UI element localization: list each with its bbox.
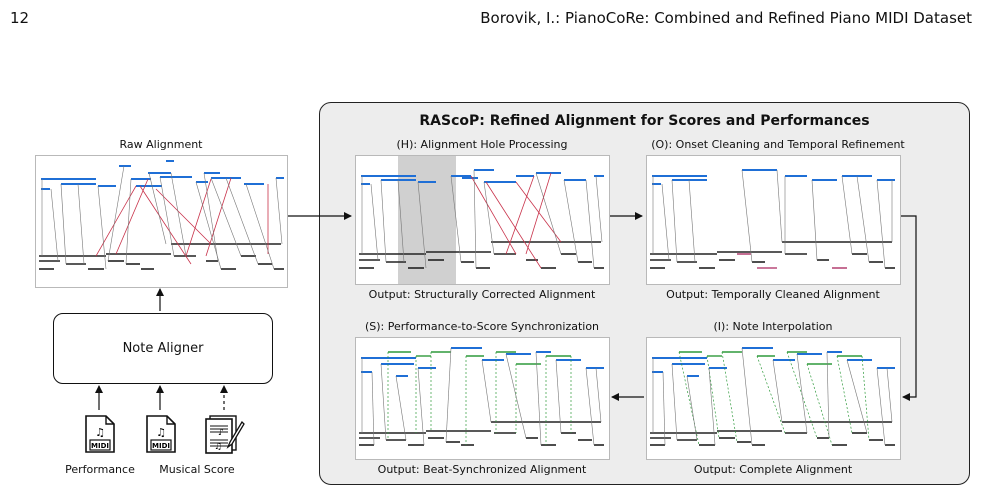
page-number: 12 (10, 9, 30, 27)
raw-alignment-plot (39, 160, 284, 270)
running-title: Borovik, I.: PianoCoRe: Combined and Ref… (480, 9, 972, 27)
stage-s-panel (355, 337, 610, 460)
note-aligner-box: Note Aligner (53, 313, 273, 384)
stage-o-title: (O): Onset Cleaning and Temporal Refinem… (651, 138, 905, 151)
svg-text:♪: ♪ (218, 428, 224, 438)
svg-text:♫: ♫ (156, 426, 166, 439)
stage-h-panel (355, 155, 610, 285)
stage-i-panel (646, 337, 901, 460)
rascop-title: RAScoP: Refined Alignment for Scores and… (419, 113, 870, 129)
stage-o-plot (650, 169, 895, 269)
arrow-o-to-i (901, 215, 917, 401)
score-midi-file-icon: ♫ MIDI (145, 414, 177, 458)
svg-text:♫: ♫ (95, 426, 105, 439)
performance-midi-badge: MIDI (91, 442, 109, 450)
sheet-music-icon: ♪ ♫ (204, 414, 246, 458)
stage-s-plot (359, 347, 604, 446)
stage-i-plot (650, 347, 895, 446)
stage-h-output: Output: Structurally Corrected Alignment (368, 288, 596, 301)
note-aligner-label: Note Aligner (122, 341, 204, 356)
score-midi-badge: MIDI (152, 442, 170, 450)
stage-s-title: (S): Performance-to-Score Synchronizatio… (364, 320, 600, 333)
stage-s-output: Output: Beat-Synchronized Alignment (377, 463, 587, 476)
stage-h-title: (H): Alignment Hole Processing (396, 138, 568, 151)
performance-midi-file-icon: ♫ MIDI (84, 414, 116, 458)
stage-h-plot (359, 156, 604, 284)
raw-alignment-title: Raw Alignment (119, 138, 203, 151)
stage-i-output: Output: Complete Alignment (693, 463, 853, 476)
alignment-hole-region (398, 156, 456, 284)
stage-i-title: (I): Note Interpolation (713, 320, 833, 333)
musical-score-label: Musical Score (159, 463, 235, 476)
stage-o-panel (646, 155, 901, 285)
raw-alignment-panel (35, 155, 288, 288)
svg-text:♫: ♫ (214, 442, 222, 452)
stage-o-output: Output: Temporally Cleaned Alignment (666, 288, 880, 301)
performance-label: Performance (65, 463, 135, 476)
